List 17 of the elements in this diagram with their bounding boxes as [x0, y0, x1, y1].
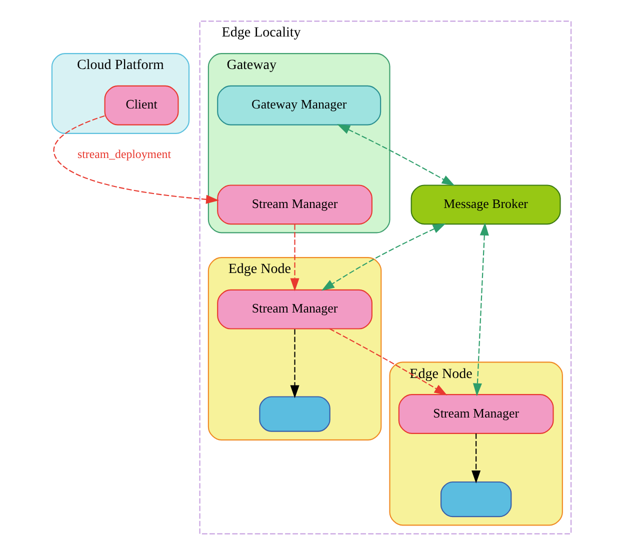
- arrow: [328, 328, 447, 396]
- node-box: Stream Manager: [216, 184, 372, 225]
- node-box: Message Broker: [410, 184, 560, 225]
- arrow: [320, 223, 446, 291]
- node-box: Client: [104, 85, 178, 126]
- node-box: [440, 481, 512, 518]
- arrow: [290, 224, 299, 292]
- node-box: Gateway Manager: [216, 85, 381, 126]
- arrow: [52, 115, 219, 204]
- node-box: [258, 396, 330, 432]
- node-box: Stream Manager: [216, 289, 372, 330]
- arrow: [336, 124, 454, 186]
- arrow: [471, 434, 480, 484]
- arrow: [290, 329, 299, 398]
- edge-label: stream_deployment: [76, 147, 171, 162]
- arrow: [472, 222, 488, 396]
- node-box: Stream Manager: [398, 394, 554, 434]
